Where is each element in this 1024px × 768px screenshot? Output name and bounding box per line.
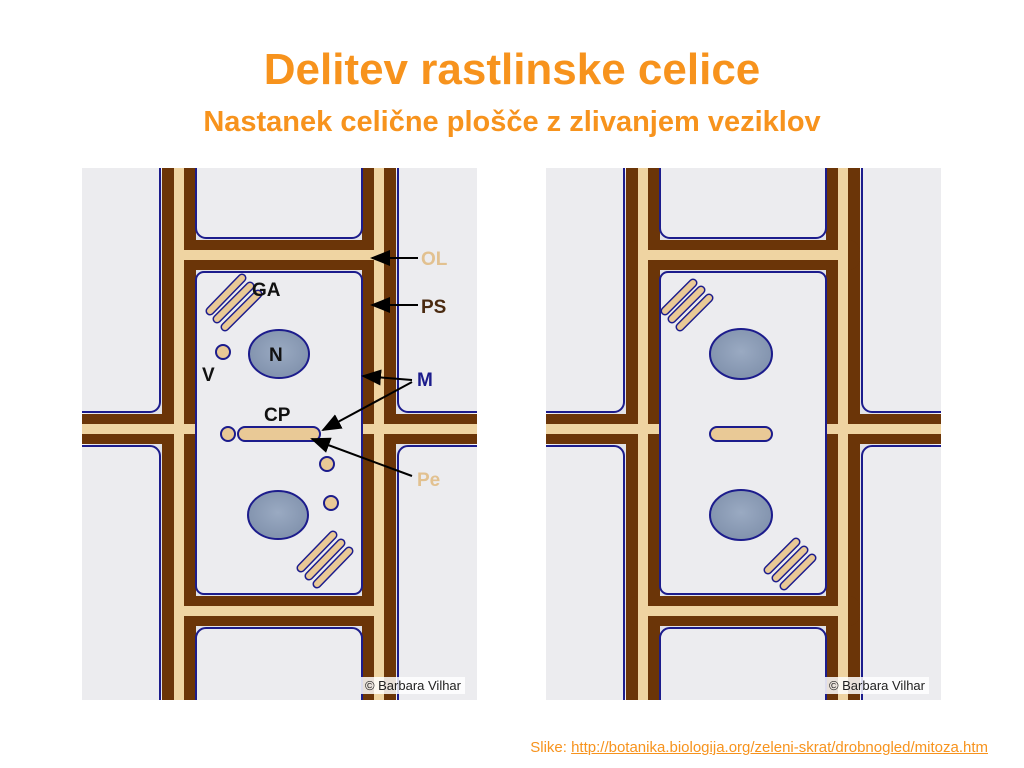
vesicle-fusing <box>220 426 236 442</box>
cell-division-diagram-right <box>546 168 941 700</box>
label-cp: CP <box>264 405 291 426</box>
cell-division-diagram-left: GA N V CP OL <box>82 168 477 700</box>
nucleus-top <box>248 329 310 379</box>
nucleus-bottom <box>709 489 773 541</box>
label-ga: GA <box>252 280 281 301</box>
golgi-apparatus-top <box>205 273 263 332</box>
source-prefix: Slike: <box>530 739 572 756</box>
vesicle-2 <box>323 495 339 511</box>
annotation-arrows <box>310 250 418 477</box>
label-v: V <box>202 365 215 386</box>
golgi-apparatus-bottom <box>296 530 354 589</box>
label-n: N <box>269 345 283 366</box>
vesicle-v <box>215 344 231 360</box>
credit-right: © Barbara Vilhar <box>824 677 929 694</box>
cell-plate <box>709 426 773 442</box>
source-footer: Slike: http://botanika.biologija.org/zel… <box>530 739 988 756</box>
label-pe: Pe <box>417 470 440 491</box>
label-ol: OL <box>421 249 448 270</box>
credit-left: © Barbara Vilhar <box>360 677 465 694</box>
golgi-apparatus-top <box>660 278 714 332</box>
slide-title: Delitev rastlinske celice <box>263 45 761 94</box>
source-link[interactable]: http://botanika.biologija.org/zeleni-skr… <box>571 739 988 756</box>
nucleus-bottom <box>247 490 309 540</box>
slide-subtitle: Nastanek celične plošče z zlivanjem vezi… <box>203 106 821 138</box>
label-m: M <box>417 370 433 391</box>
diagram-right: © Barbara Vilhar <box>546 168 941 700</box>
label-ps: PS <box>421 297 446 318</box>
diagram-left: GA N V CP OL <box>82 168 477 700</box>
neighbor-cells <box>546 168 941 700</box>
cell-plate <box>237 426 321 442</box>
vesicle-1 <box>319 456 335 472</box>
nucleus-top <box>709 328 773 380</box>
neighbor-cells <box>82 168 477 700</box>
golgi-apparatus-bottom <box>763 537 817 591</box>
